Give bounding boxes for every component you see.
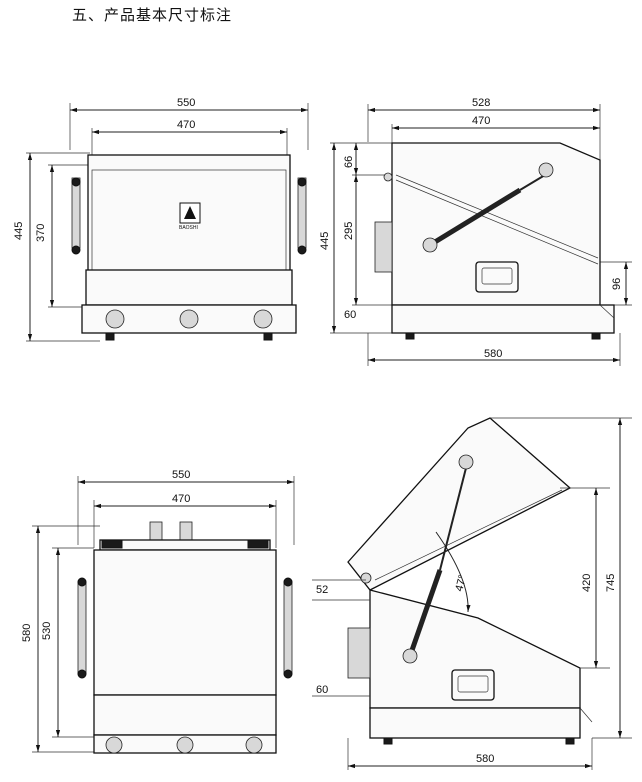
side-closed-lid-offset: 66 — [343, 156, 355, 168]
side-open-depth-bottom: 580 — [476, 753, 494, 765]
front-closed-width-inner: 470 — [177, 119, 195, 131]
side-closed-base-height: 60 — [344, 309, 356, 321]
front-closed-width-outer: 550 — [177, 97, 195, 109]
side-closed-height-total: 445 — [319, 232, 331, 250]
front-open-height-inner: 530 — [41, 622, 53, 640]
side-closed-depth-bottom: 580 — [484, 348, 502, 360]
side-open-height-total: 745 — [605, 574, 617, 592]
side-open-hinge-offset: 52 — [316, 584, 328, 596]
front-closed-height-outer: 445 — [13, 222, 25, 240]
front-open-height-outer: 580 — [21, 624, 33, 642]
side-open-angle: 47° — [453, 574, 469, 593]
front-closed-view: 550 470 445 370 BAOSHI — [13, 97, 309, 342]
logo-text: BAOSHI — [179, 225, 198, 231]
side-closed-handle-height: 96 — [611, 278, 623, 290]
side-open-lid-height: 420 — [581, 574, 593, 592]
front-open-width-outer: 550 — [172, 469, 190, 481]
side-open-view: 47° 420 745 52 60 580 — [312, 417, 632, 770]
page-title: 五、产品基本尺寸标注 — [72, 6, 233, 24]
side-closed-body-height: 295 — [343, 222, 355, 240]
front-closed-height-inner: 370 — [35, 224, 47, 242]
side-closed-depth-top-outer: 528 — [472, 97, 490, 109]
front-open-view: 550 470 580 530 — [21, 469, 295, 754]
side-closed-view: 528 470 445 66 295 60 96 580 — [319, 97, 632, 366]
front-open-width-inner: 470 — [172, 493, 190, 505]
side-open-base-height: 60 — [316, 684, 328, 696]
side-closed-depth-top-inner: 470 — [472, 115, 490, 127]
